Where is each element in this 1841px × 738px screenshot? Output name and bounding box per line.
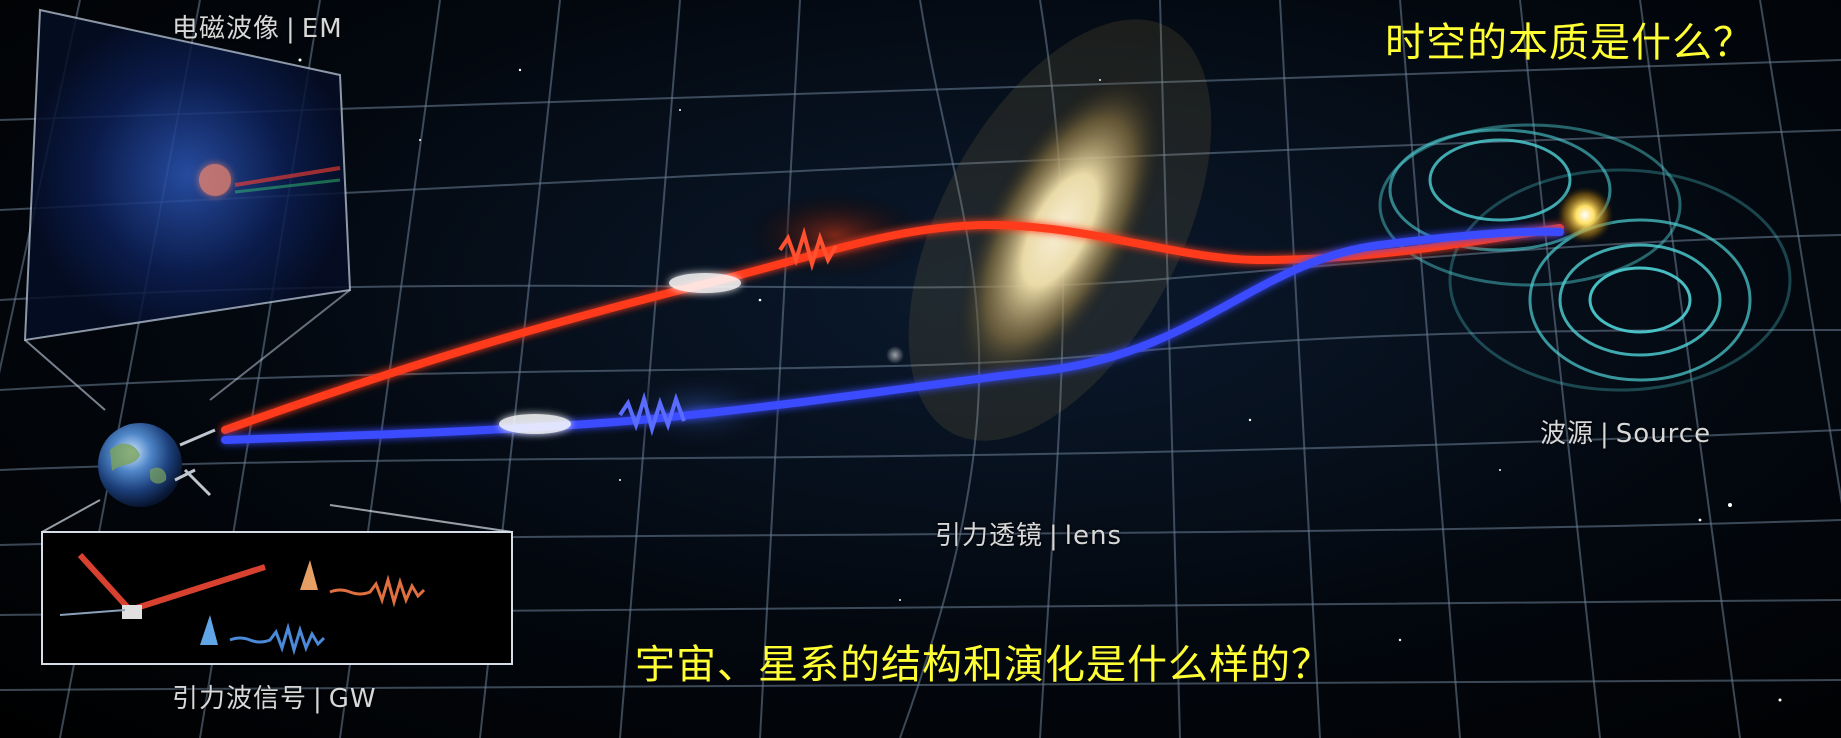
star-field [298,58,1782,702]
source-label: 波源|Source [1540,413,1711,450]
binary-source-icon [1378,123,1792,392]
em-label-separator: | [286,14,296,44]
gw-label-en: GW [328,684,377,714]
interferometer-icon [174,428,216,497]
gw-label: 引力波信号|GW [172,678,377,715]
lens-label: 引力透镜|lens [935,515,1122,552]
galaxy-question: 宇宙、星系的结构和演化是什么样的？ [635,642,1332,688]
em-label-en: EM [301,14,343,44]
source-label-separator: | [1600,419,1610,449]
em-label-cn: 电磁波像 [172,14,281,44]
source-label-en: Source [1615,419,1712,449]
lens-label-separator: | [1049,521,1059,551]
gw-signal-panel [41,499,513,665]
source-label-cn: 波源 [1540,419,1595,449]
lens-label-en: lens [1064,521,1123,551]
earth-globe-icon [98,423,182,507]
spacetime-question: 时空的本质是什么？ [1385,20,1754,66]
em-image-panel [23,8,352,411]
gw-ray [221,227,1564,444]
gw-signal-wiggle [618,391,686,437]
em-lens-distortion [740,190,930,280]
gw-label-separator: | [313,684,323,714]
gw-pulse [499,414,571,434]
em-ray [221,220,1564,434]
em-label: 电磁波像|EM [172,8,343,45]
em-signal-wiggle [778,226,838,272]
lens-label-cn: 引力透镜 [935,521,1044,551]
em-pulse [669,273,741,293]
gw-label-cn: 引力波信号 [172,684,308,714]
